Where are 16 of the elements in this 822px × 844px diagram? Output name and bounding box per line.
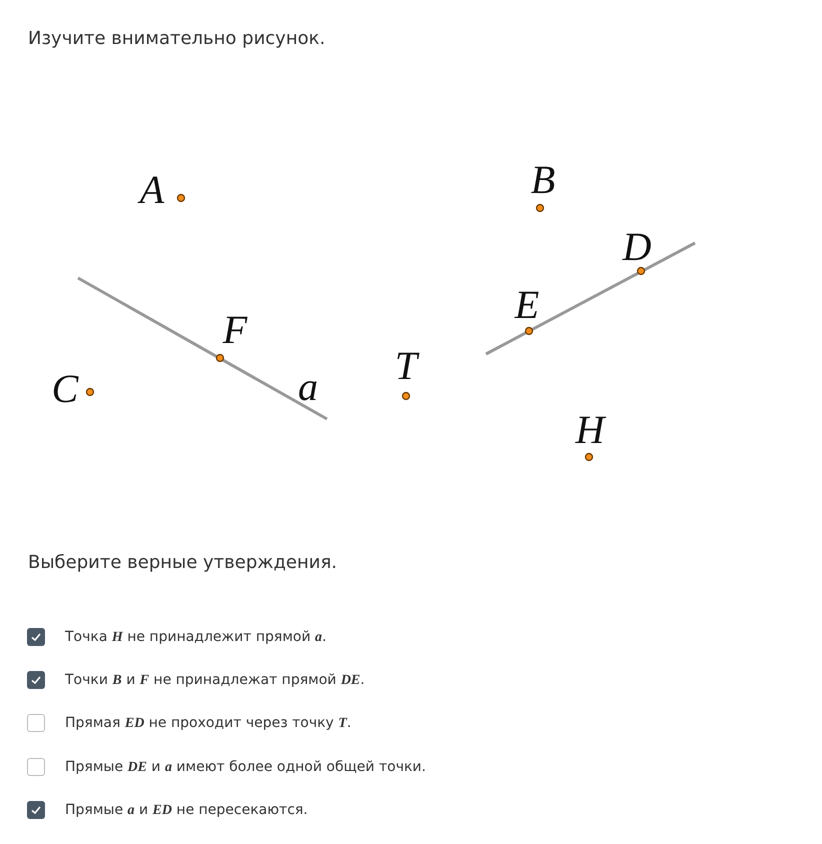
point-label: D bbox=[622, 227, 652, 267]
statement-text: Точка H не принадлежит прямой a. bbox=[65, 628, 326, 647]
instruction-text: Изучите внимательно рисунок. bbox=[28, 28, 326, 49]
point-label: H bbox=[576, 410, 604, 450]
statement-text: Точки B и F не принадлежат прямой DE. bbox=[65, 671, 365, 690]
line-label: a bbox=[298, 367, 318, 407]
point-label: A bbox=[140, 170, 164, 210]
instruction-text: Выберите верные утверждения. bbox=[28, 552, 338, 573]
point-label: E bbox=[514, 285, 540, 325]
statement-text: Прямая ED не проходит через точку T. bbox=[65, 714, 352, 733]
point-label: C bbox=[52, 369, 78, 409]
point-label: T bbox=[394, 346, 418, 386]
point-label: F bbox=[222, 310, 248, 350]
statement-text: Прямые DE и a имеют более одной общей точки. bbox=[65, 758, 426, 777]
statement-text: Прямые a и ED не пересекаются. bbox=[65, 801, 308, 820]
point-label: B bbox=[530, 160, 556, 200]
